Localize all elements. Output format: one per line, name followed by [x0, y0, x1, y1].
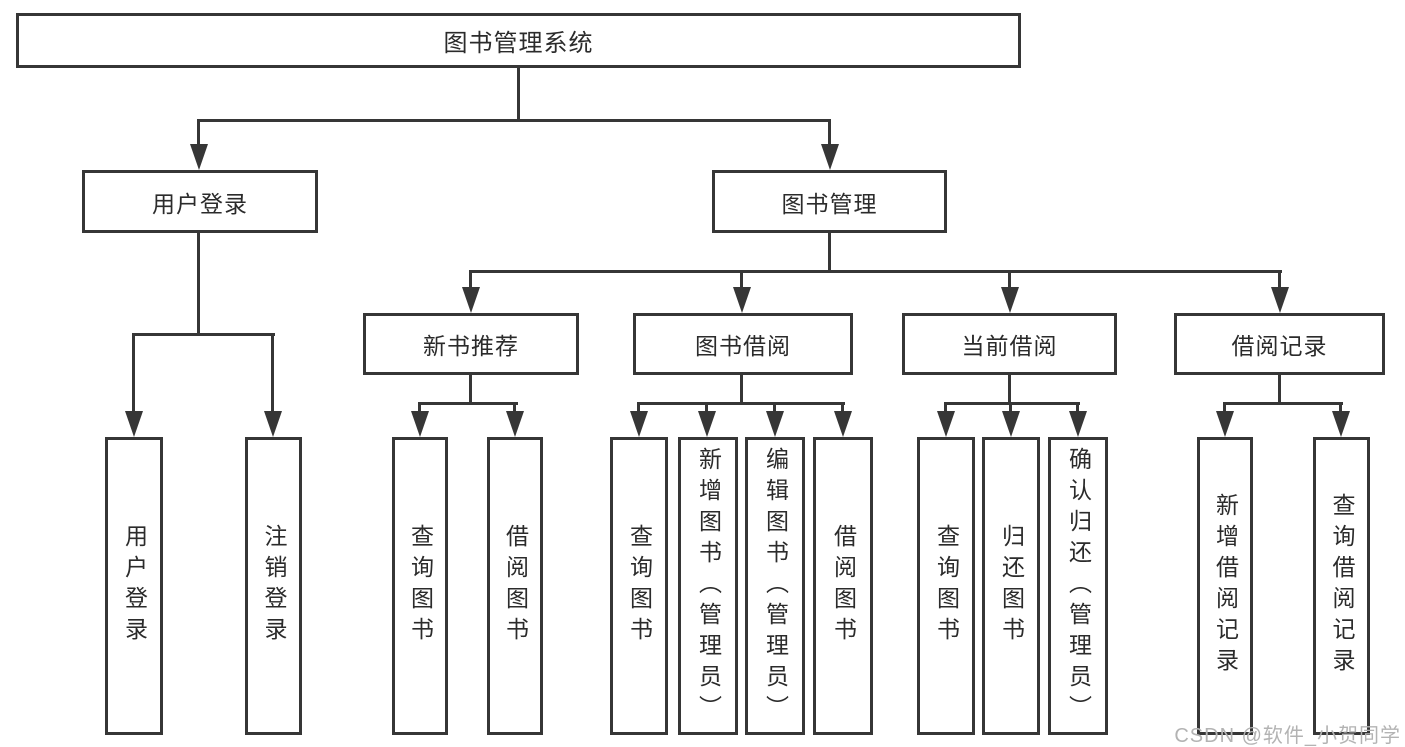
leaf-query-borrow-record-label: 查询借阅记录	[1329, 493, 1355, 679]
leaf-user-login-label: 用户登录	[121, 524, 148, 648]
leaf-add-borrow-record: 新增借阅记录	[1197, 437, 1253, 735]
leaf-borrow-books-borrow-label: 借阅图书	[830, 524, 857, 648]
node-new-book-recommend-label: 新书推荐	[423, 333, 519, 359]
connector-line	[197, 119, 200, 147]
leaf-return-book-label: 归还图书	[998, 524, 1025, 648]
node-book-borrow: 图书借阅	[633, 313, 853, 375]
connector-line	[828, 119, 831, 147]
leaf-logout-label: 注销登录	[261, 524, 287, 648]
node-borrow-records-label: 借阅记录	[1231, 333, 1328, 359]
connector-line	[1278, 375, 1281, 405]
leaf-add-borrow-record-label: 新增借阅记录	[1212, 493, 1239, 679]
arrow-down-icon	[1069, 411, 1087, 437]
connector-line	[1009, 402, 1012, 414]
connector-line	[841, 402, 844, 414]
connector-line	[1223, 402, 1343, 405]
arrow-down-icon	[766, 411, 784, 437]
connector-line	[197, 119, 831, 122]
leaf-borrow-books-borrow: 借阅图书	[813, 437, 873, 735]
connector-line	[469, 270, 472, 290]
leaf-confirm-return-admin-label: 确认归还（管理员）	[1065, 446, 1092, 726]
leaf-user-login: 用户登录	[105, 437, 163, 735]
connector-line	[828, 233, 831, 273]
connector-line	[517, 68, 520, 121]
leaf-borrow-books-recommend: 借阅图书	[487, 437, 543, 735]
connector-line	[773, 402, 776, 414]
arrow-down-icon	[733, 287, 751, 313]
connector-line	[944, 402, 1080, 405]
node-current-borrow: 当前借阅	[902, 313, 1117, 375]
leaf-edit-book-admin: 编辑图书（管理员）	[745, 437, 805, 735]
connector-line	[271, 333, 274, 413]
leaf-query-borrow-record: 查询借阅记录	[1313, 437, 1370, 735]
arrow-down-icon	[264, 411, 282, 437]
arrow-down-icon	[411, 411, 429, 437]
arrow-down-icon	[125, 411, 143, 437]
connector-line	[132, 333, 135, 413]
leaf-borrow-books-recommend-label: 借阅图书	[502, 524, 529, 648]
arrow-down-icon	[462, 287, 480, 313]
connector-line	[1076, 402, 1079, 414]
arrow-down-icon	[698, 411, 716, 437]
connector-line	[637, 402, 845, 405]
arrow-down-icon	[1216, 411, 1234, 437]
leaf-query-books-recommend-label: 查询图书	[407, 524, 434, 648]
leaf-return-book: 归还图书	[982, 437, 1040, 735]
leaf-query-books-recommend: 查询图书	[392, 437, 448, 735]
node-root-label: 图书管理系统	[443, 30, 594, 57]
connector-line	[418, 402, 518, 405]
connector-line	[740, 270, 743, 290]
leaf-query-books-current: 查询图书	[917, 437, 975, 735]
arrow-down-icon	[821, 144, 839, 170]
leaf-edit-book-admin-label: 编辑图书（管理员）	[762, 446, 789, 726]
arrow-down-icon	[630, 411, 648, 437]
node-root: 图书管理系统	[16, 13, 1021, 68]
arrow-down-icon	[1332, 411, 1350, 437]
leaf-add-book-admin: 新增图书（管理员）	[678, 437, 738, 735]
connector-line	[197, 233, 200, 336]
node-new-book-recommend: 新书推荐	[363, 313, 579, 375]
connector-line	[418, 402, 421, 414]
leaf-add-book-admin-label: 新增图书（管理员）	[695, 446, 722, 726]
arrow-down-icon	[190, 144, 208, 170]
connector-line	[469, 270, 1282, 273]
leaf-query-books-current-label: 查询图书	[933, 524, 960, 648]
csdn-watermark: CSDN @软件_小贺同学	[1174, 725, 1401, 747]
connector-line	[740, 375, 743, 405]
leaf-confirm-return-admin: 确认归还（管理员）	[1048, 437, 1108, 735]
node-user-login-label: 用户登录	[152, 190, 248, 217]
connector-line	[944, 402, 947, 414]
connector-line	[705, 402, 708, 414]
node-book-borrow-label: 图书借阅	[695, 333, 791, 359]
connector-line	[513, 402, 516, 414]
connector-line	[637, 402, 640, 414]
connector-line	[132, 333, 275, 336]
connector-line	[1278, 270, 1281, 290]
arrow-down-icon	[1002, 411, 1020, 437]
node-book-management: 图书管理	[712, 170, 947, 233]
node-borrow-records: 借阅记录	[1174, 313, 1385, 375]
connector-line	[1223, 402, 1226, 414]
connector-line	[1008, 270, 1011, 290]
node-current-borrow-label: 当前借阅	[961, 333, 1058, 359]
node-user-login: 用户登录	[82, 170, 318, 233]
arrow-down-icon	[834, 411, 852, 437]
arrow-down-icon	[937, 411, 955, 437]
connector-line	[1339, 402, 1342, 414]
leaf-logout: 注销登录	[245, 437, 302, 735]
leaf-query-books-borrow-label: 查询图书	[626, 524, 653, 648]
arrow-down-icon	[1271, 287, 1289, 313]
arrow-down-icon	[506, 411, 524, 437]
leaf-query-books-borrow: 查询图书	[610, 437, 668, 735]
node-book-management-label: 图书管理	[781, 190, 878, 217]
arrow-down-icon	[1001, 287, 1019, 313]
connector-line	[1008, 375, 1011, 405]
connector-line	[469, 375, 472, 405]
